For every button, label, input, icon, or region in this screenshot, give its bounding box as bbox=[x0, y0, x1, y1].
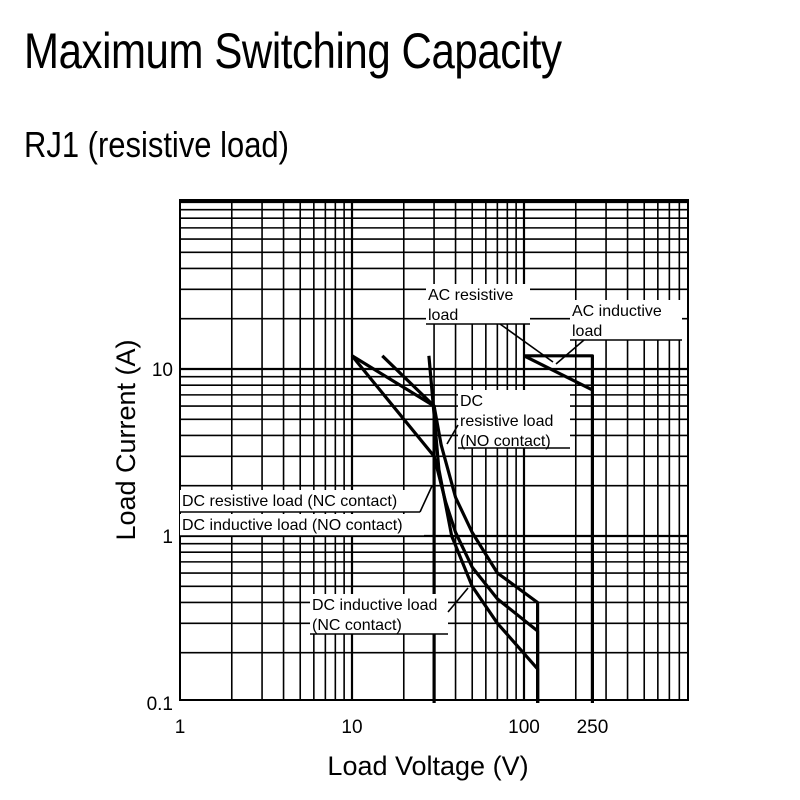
annotation-ac-inductive-leader bbox=[555, 339, 585, 365]
annotation-ac-inductive-box bbox=[570, 300, 682, 340]
annotation-ac-resistive-leader bbox=[499, 323, 554, 363]
annotation-dc-resistive-nc: DC resistive load (NC contact) bbox=[180, 485, 433, 513]
y-tick-label: 0.1 bbox=[147, 694, 173, 715]
annotation-dc-resistive-nc-leader bbox=[419, 485, 433, 513]
annotation-dc-resistive-no-text: DC bbox=[460, 393, 483, 410]
annotation-dc-resistive-no-leader bbox=[446, 424, 459, 445]
x-tick-label: 100 bbox=[508, 717, 540, 738]
annotation-dc-inductive-nc-text: DC inductive load bbox=[312, 597, 437, 614]
annotation-ac-inductive-text: load bbox=[572, 323, 602, 340]
annotation-dc-resistive-no-text: resistive load bbox=[460, 413, 553, 430]
x-axis-label: Load Voltage (V) bbox=[327, 751, 528, 781]
annotation-ac-inductive-text: AC inductive bbox=[572, 303, 662, 320]
annotation-ac-inductive: AC inductive load bbox=[555, 300, 682, 365]
x-tick-label: 250 bbox=[577, 717, 609, 738]
x-tick-label: 10 bbox=[341, 717, 362, 738]
annotation-dc-inductive-no-text: DC inductive load (NO contact) bbox=[182, 517, 403, 534]
annotation-dc-inductive-nc-text: (NC contact) bbox=[312, 617, 402, 634]
annotation-dc-inductive-no-box bbox=[180, 514, 424, 536]
annotation-dc-resistive-no: DC resistive load (NO contact) bbox=[446, 390, 570, 450]
annotation-ac-resistive: AC resistive load bbox=[426, 284, 554, 363]
annotation-dc-resistive-no-text: (NO contact) bbox=[460, 433, 551, 450]
annotation-dc-inductive-no: DC inductive load (NO contact) bbox=[180, 514, 424, 537]
chart-subtitle: RJ1 (resistive load) bbox=[24, 124, 289, 165]
page-title: Maximum Switching Capacity bbox=[24, 23, 562, 79]
annotation-dc-resistive-nc-text: DC resistive load (NC contact) bbox=[182, 493, 397, 510]
annotation-ac-resistive-text: AC resistive bbox=[428, 287, 513, 304]
annotation-dc-resistive-no-box bbox=[458, 390, 570, 448]
annotation-dc-inductive-nc-leader bbox=[447, 587, 469, 613]
annotation-ac-resistive-box bbox=[426, 284, 530, 324]
annotation-dc-inductive-nc-box bbox=[310, 594, 448, 634]
annotation-dc-inductive-nc: DC inductive load (NC contact) bbox=[310, 587, 469, 635]
annotation-ac-resistive-text: load bbox=[428, 307, 458, 324]
x-tick-label: 1 bbox=[175, 717, 186, 738]
annotation-dc-resistive-nc-box bbox=[180, 490, 420, 512]
series-line-ac-inductive-load bbox=[523, 354, 594, 392]
y-tick-label: 1 bbox=[162, 527, 173, 548]
y-tick-label: 10 bbox=[152, 360, 173, 381]
y-axis-label: Load Current (A) bbox=[111, 339, 141, 540]
series-line-dc-inductive-load-nc-contact bbox=[427, 355, 540, 703]
series-line-dc-inductive-load-no-contact bbox=[350, 354, 540, 703]
series-line-ac-resistive-load bbox=[524, 354, 594, 703]
